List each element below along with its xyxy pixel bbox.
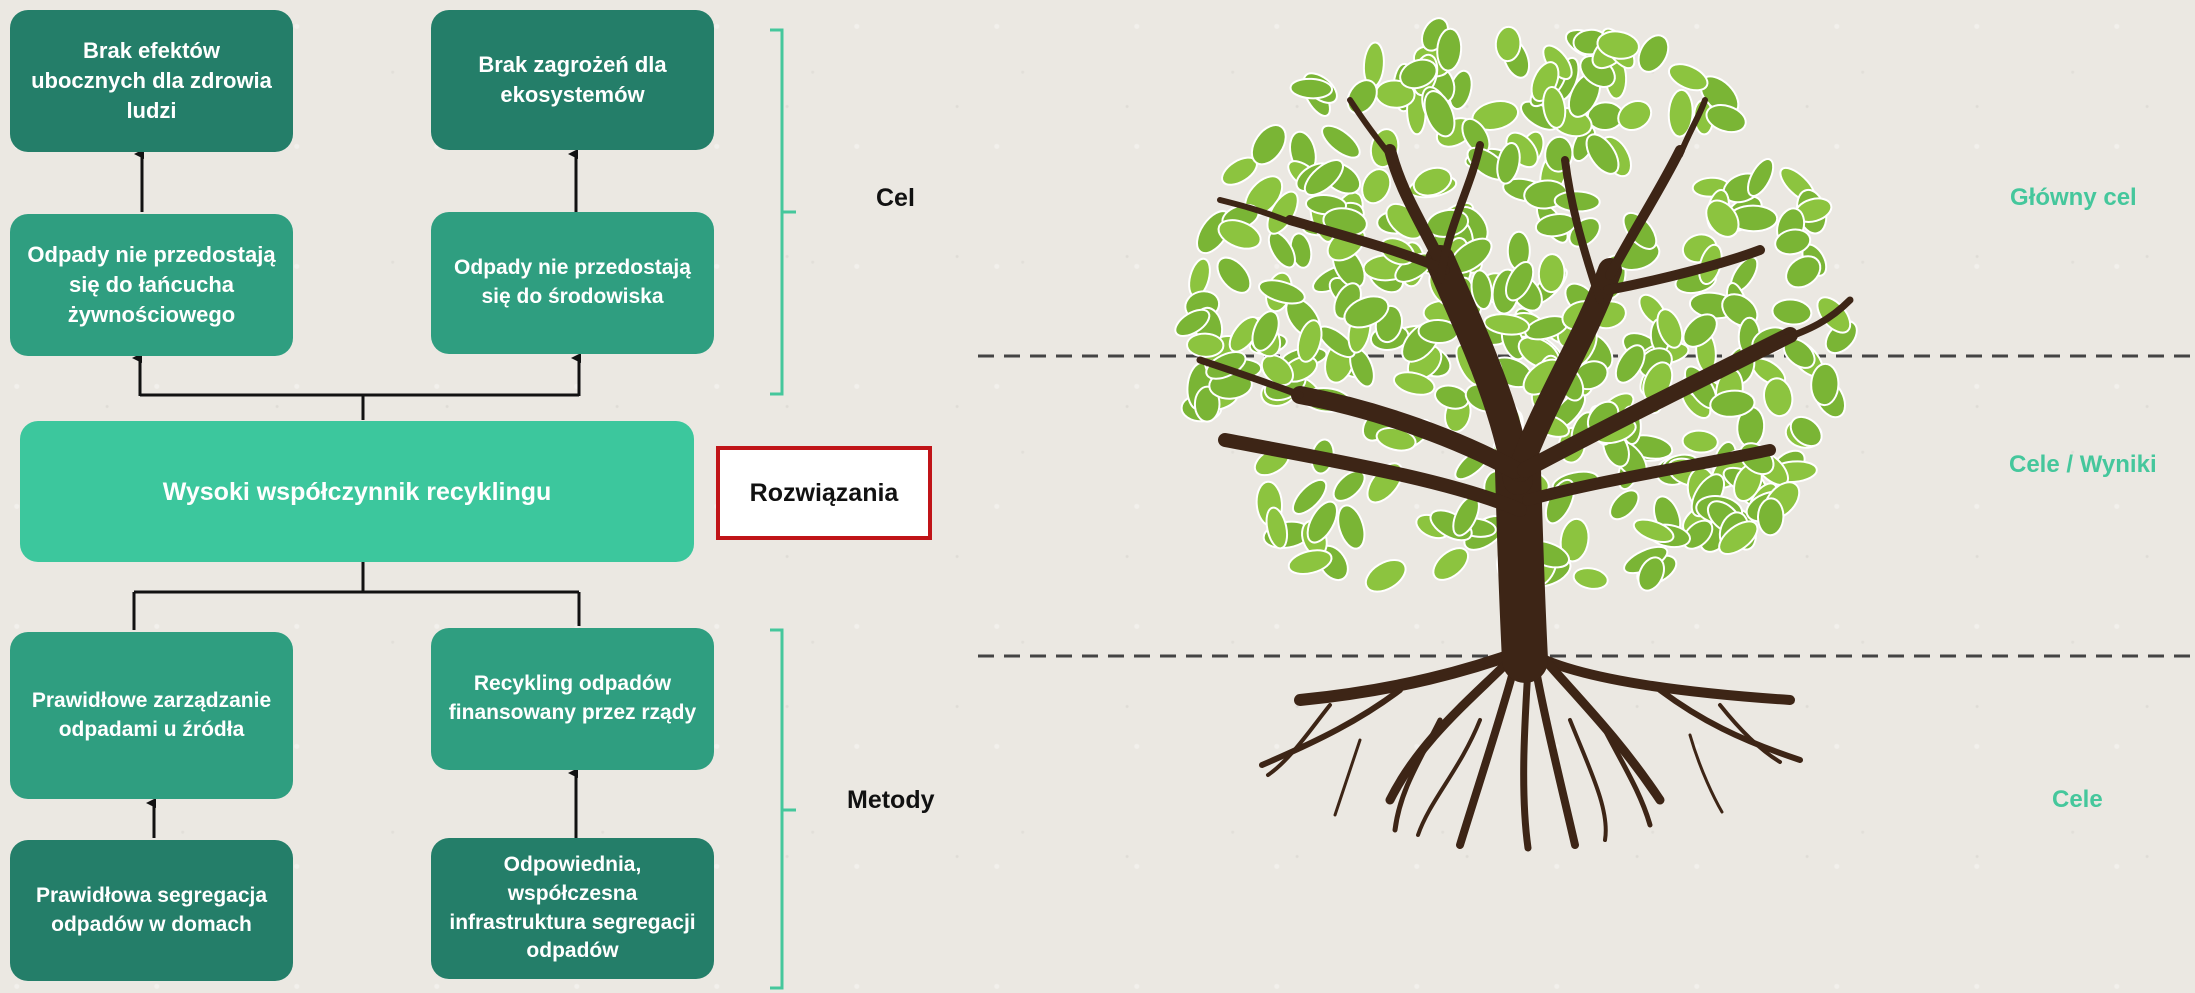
tree-leaf	[1609, 489, 1640, 521]
connector-methods-to-central	[132, 562, 581, 630]
tree-leaf	[1637, 556, 1665, 592]
tree-leaf	[1537, 253, 1566, 294]
bracket-metody	[770, 628, 796, 990]
tree-leaf	[1186, 332, 1225, 358]
connector-central-to-goals	[140, 393, 579, 420]
tree-leaf	[1412, 166, 1453, 197]
tree-leaf	[1364, 558, 1407, 593]
tree-leaf	[1572, 567, 1609, 590]
tree-leaf	[1617, 99, 1653, 132]
tree-leaf	[1436, 27, 1463, 72]
box-goal-left: Odpady nie przedostają się do łańcucha ż…	[10, 214, 293, 356]
box-central: Wysoki współczynnik recyklingu	[20, 421, 694, 562]
tree-leaf	[1392, 371, 1436, 396]
box-bottom-left: Prawidłowa segregacja odpadów w domach	[10, 840, 293, 981]
label-cel: Cel	[876, 184, 915, 212]
tree-leaf	[1483, 313, 1531, 336]
tree-leaf	[1542, 85, 1567, 129]
bracket-cel	[770, 28, 796, 396]
tree-leaf	[1337, 504, 1366, 550]
tree-leaf	[1251, 310, 1280, 352]
tree-leaf	[1810, 362, 1840, 407]
tree-leaf	[1705, 199, 1740, 238]
label-metody: Metody	[847, 786, 935, 814]
box-bottom-right: Odpowiednia, współczesna infrastruktura …	[431, 838, 714, 979]
tree-leaf	[1296, 319, 1323, 363]
tree-leaf	[1289, 77, 1334, 100]
box-top-left: Brak efektów ubocznych dla zdrowia ludzi	[10, 10, 293, 152]
tree-leaf	[1504, 261, 1535, 302]
tree-leaf	[1399, 58, 1438, 90]
tree-leaf	[1217, 219, 1262, 250]
tree-leaf	[1494, 25, 1522, 63]
tree-label-top: Główny cel	[2010, 184, 2137, 211]
tree-leaf	[1756, 497, 1785, 537]
tree-leaf	[1667, 63, 1709, 92]
label-rozwiazania: Rozwiązania	[716, 446, 932, 540]
tree-leaf	[1470, 269, 1493, 311]
tree-label-bottom: Cele	[2052, 786, 2103, 813]
tree-leaf	[1656, 308, 1684, 349]
tree-leaf	[1682, 313, 1718, 348]
tree-leaf	[1265, 506, 1289, 550]
tree-leaf	[1303, 159, 1344, 196]
tree-leaf	[1559, 517, 1590, 563]
tree-leaf	[1585, 133, 1620, 175]
tree-leaf	[1681, 429, 1719, 454]
tree-leaf	[1614, 344, 1646, 384]
tree-leaf	[1291, 478, 1328, 515]
tree-leaf	[1774, 228, 1812, 256]
tree-leaf	[1718, 520, 1759, 555]
tree-leaf	[1423, 90, 1456, 138]
tree-leaf	[1361, 168, 1392, 205]
tree-leaf	[1667, 88, 1694, 138]
tree-leaf	[1496, 142, 1521, 185]
box-method-left: Prawidłowe zarządzanie odpadami u źródła	[10, 632, 293, 799]
tree-leaf	[1747, 158, 1775, 197]
tree-leaf	[1632, 518, 1675, 543]
tree-leaf	[1343, 295, 1390, 329]
tree-leaf	[1785, 255, 1822, 289]
tree-leaf	[1682, 519, 1714, 550]
tree-trunk-and-branches	[1196, 97, 1854, 683]
tree-leaf	[1771, 298, 1813, 326]
tree-leaf	[1789, 415, 1823, 448]
box-goal-right: Odpady nie przedostają się do środowiska	[431, 212, 714, 354]
tree-leaf	[1596, 30, 1640, 60]
tree-leaf	[1306, 500, 1338, 544]
tree-leaf	[1287, 549, 1333, 575]
box-method-right: Recykling odpadów finansowany przez rząd…	[431, 628, 714, 770]
tree-leaf	[1174, 308, 1211, 337]
tree-leaf	[1193, 385, 1221, 423]
tree-leaf	[1709, 389, 1756, 418]
tree-leaf	[1216, 256, 1252, 294]
tree-leaf	[1637, 34, 1670, 73]
tree-leaf	[1258, 279, 1306, 305]
tree-leaf	[1432, 547, 1470, 581]
tree-leaf	[1763, 377, 1794, 418]
tree-label-middle: Cele / Wyniki	[2009, 451, 2157, 478]
tree-leaf	[1250, 124, 1287, 166]
tree-leaf	[1321, 124, 1361, 159]
tree-leaf	[1260, 354, 1294, 387]
tree-leaf	[1705, 104, 1747, 134]
box-top-right: Brak zagrożeń dla ekosystemów	[431, 10, 714, 150]
